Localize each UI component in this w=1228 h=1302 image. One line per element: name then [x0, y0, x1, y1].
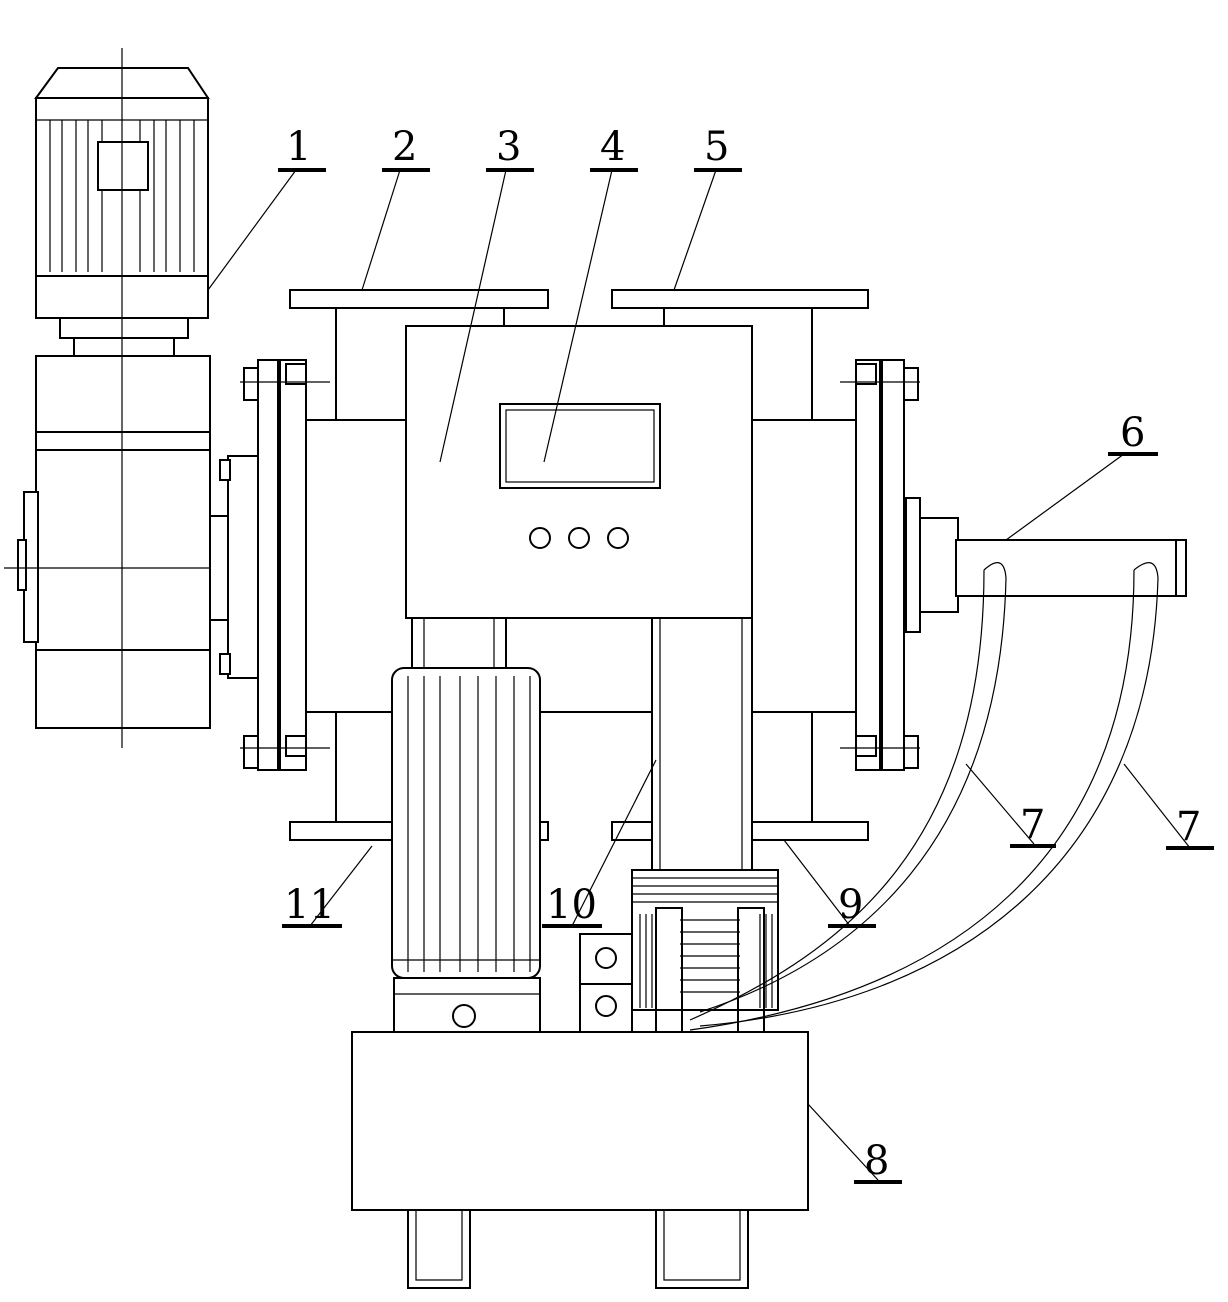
outlet-pipe — [955, 539, 1187, 597]
label-3: 3 — [496, 124, 521, 170]
panel-support-column — [651, 617, 753, 871]
leader-lines — [207, 169, 1191, 1181]
label-1: 1 — [286, 124, 311, 170]
display-screen — [499, 403, 661, 489]
motor-terminal-box — [97, 141, 149, 191]
top-right-flange — [611, 289, 869, 309]
indicator-light — [568, 527, 590, 549]
label-10: 10 — [546, 882, 597, 928]
panel-support-left — [411, 617, 507, 675]
exchanger-port-upper — [595, 947, 617, 969]
motor-coupling-lower — [73, 337, 175, 357]
label-underlines — [278, 168, 1214, 1184]
label-9: 9 — [838, 882, 863, 928]
control-panel — [405, 325, 753, 871]
vertical-motor-fins — [392, 676, 540, 972]
indicator-lights — [529, 527, 629, 549]
vertical-motor — [391, 667, 541, 1033]
right-end-flange-inner — [855, 359, 881, 771]
label-5: 5 — [704, 124, 729, 170]
part-labels: 1 2 3 4 5 6 7 7 8 9 10 11 — [284, 124, 1201, 1184]
label-6: 6 — [1120, 410, 1145, 456]
right-bearing-housing — [919, 517, 959, 613]
top-left-flange — [289, 289, 549, 309]
label-7-right: 7 — [1176, 804, 1201, 850]
label-4: 4 — [600, 124, 625, 170]
right-end-flange-outer — [881, 359, 905, 771]
exchanger-port-lower — [595, 995, 617, 1017]
label-2: 2 — [392, 124, 417, 170]
hoses — [689, 562, 1159, 1031]
exchanger-plates — [632, 877, 778, 1008]
vertical-motor-bolt — [452, 1004, 476, 1028]
vertical-motor-body — [391, 667, 541, 979]
motor-coupling-upper — [59, 317, 189, 339]
left-motor-assembly — [4, 48, 261, 748]
label-7-left: 7 — [1020, 802, 1045, 848]
left-end-flange-outer — [257, 359, 279, 771]
exchanger-frame — [631, 869, 779, 1011]
plate-heat-exchanger — [579, 869, 779, 1033]
gearbox-output-flange — [227, 455, 261, 679]
left-end-flange-inner — [279, 359, 307, 771]
indicator-light — [607, 527, 629, 549]
base-tank — [351, 1031, 809, 1289]
label-11: 11 — [284, 882, 335, 928]
gearbox-body — [35, 355, 211, 729]
indicator-light — [529, 527, 551, 549]
label-8: 8 — [864, 1138, 889, 1184]
outlet-pipe-body — [955, 539, 1177, 597]
tank-body — [351, 1031, 809, 1211]
